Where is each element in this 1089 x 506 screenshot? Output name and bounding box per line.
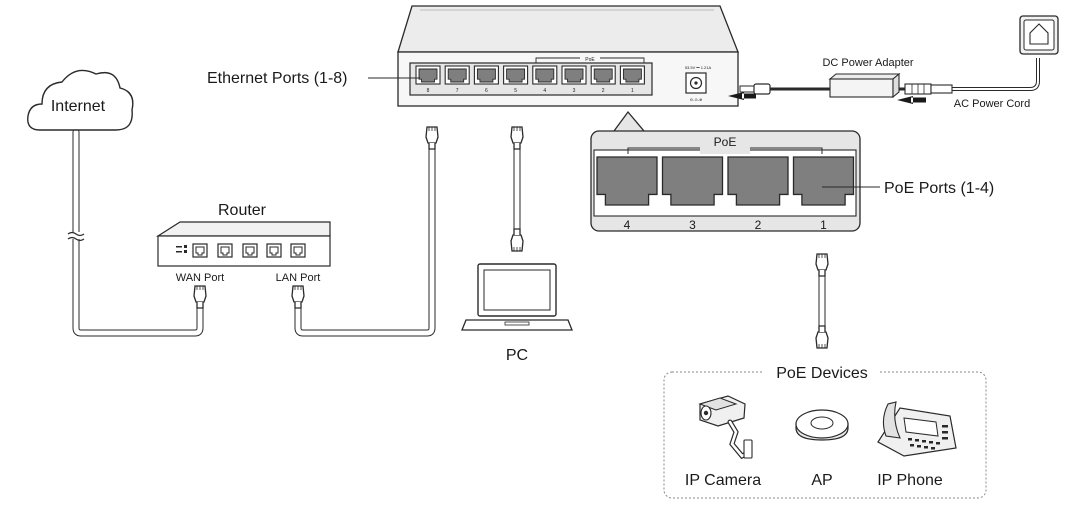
switch-port-6: 6	[473, 65, 499, 94]
poe-zoom-port-number: 2	[755, 218, 762, 232]
poe-zoom-port-number: 4	[624, 218, 631, 232]
switch-port-number: 2	[602, 88, 605, 94]
switch-port-number: 1	[631, 88, 634, 94]
poe-ports-label: PoE Ports (1-4)	[884, 180, 994, 197]
ethernet-ports-label: Ethernet Ports (1-8)	[207, 70, 348, 87]
svg-text:⊖-⊙-⊕: ⊖-⊙-⊕	[690, 97, 703, 102]
dc-power-jack: 53.5V ⎓ 1.21A ⊖-⊙-⊕	[685, 65, 712, 102]
poe-zoom-label: PoE	[714, 135, 737, 149]
wall-outlet-icon	[1019, 15, 1059, 55]
cloud-icon	[27, 69, 134, 131]
ac-power-cord-label: AC Power Cord	[954, 98, 1030, 110]
router: Router	[155, 202, 331, 284]
poe-zoom-port-4: 4	[596, 156, 658, 232]
poe-zoom-bracket: PoE	[627, 134, 823, 154]
dc-plug-arrow-icon	[728, 92, 756, 100]
poe-devices-group: PoE Devices IP Camera AP	[663, 362, 987, 499]
poe-devices-label: PoE Devices	[776, 365, 868, 382]
switch-port-number: 8	[427, 88, 430, 94]
rj45-connector-wan	[193, 285, 207, 309]
router-lan-port-1	[217, 243, 233, 258]
poe-ports-zoom: PoE 4 3 2 1	[590, 110, 861, 232]
rj45-connector-poe-bottom	[815, 325, 829, 349]
switch-port-7: 7	[444, 65, 470, 94]
poe-zoom-port-1: 1	[792, 156, 855, 232]
access-point-icon	[795, 409, 849, 441]
rj45-connectors	[193, 126, 829, 349]
ac-plug-arrow-icon	[897, 96, 926, 104]
router-lan-port-3	[266, 243, 282, 258]
switch-port-number: 5	[514, 88, 517, 94]
switch-port-4: 4	[532, 65, 558, 94]
router-lan-port-2	[242, 243, 258, 258]
rj45-connector-pc-bottom	[510, 228, 524, 252]
ac-power-cable	[952, 58, 1040, 91]
poe-switch: 8 7 6 5 4 3 2 1 PoE 53.5V ⎓ 1.21A ⊖-⊙-⊕	[397, 5, 771, 107]
switch-port-5: 5	[503, 65, 529, 94]
ac-plug	[904, 83, 953, 95]
rj45-connector-pc-top	[510, 126, 524, 150]
laptop-icon	[461, 263, 573, 331]
ip-camera-label: IP Camera	[685, 472, 761, 489]
dc-power-adapter-label: DC Power Adapter	[822, 57, 913, 69]
router-label: Router	[218, 202, 267, 219]
router-wan-port	[192, 243, 208, 258]
switch-port-number: 7	[456, 88, 459, 94]
ethernet-ports-callout: Ethernet Ports (1-8)	[207, 70, 420, 87]
lan-port-label: LAN Port	[276, 272, 321, 284]
wan-port-label: WAN Port	[176, 272, 225, 284]
poe-zoom-port-number: 1	[820, 218, 827, 232]
poe-zoom-port-3: 3	[661, 156, 724, 232]
cables	[67, 58, 1040, 337]
internet-cloud: Internet	[27, 69, 134, 131]
pc-label: PC	[506, 347, 528, 364]
poe-zoom-ports: 4 3 2 1	[596, 156, 855, 232]
switch-port-8: 8	[415, 65, 441, 94]
poe-ports-callout: PoE Ports (1-4)	[822, 180, 994, 197]
switch-ethernet-ports: 8 7 6 5 4 3 2 1	[415, 65, 645, 94]
switch-port-number: 4	[543, 88, 546, 94]
switch-port-1: 1	[619, 65, 645, 94]
switch-poe-bracket: PoE	[535, 55, 645, 63]
ip-phone-label: IP Phone	[877, 472, 943, 489]
router-lan-port-4	[290, 243, 306, 258]
poe-zoom-port-number: 3	[689, 218, 696, 232]
pc: PC	[461, 263, 573, 364]
dc-power-adapter: DC Power Adapter AC Power Cord	[822, 57, 1030, 110]
internet-label: Internet	[51, 98, 106, 115]
dc-plug	[739, 83, 771, 95]
switch-port-number: 6	[485, 88, 488, 94]
ip-camera-icon	[698, 395, 753, 460]
switch-poe-label: PoE	[585, 57, 595, 63]
cable-break-marker	[67, 231, 85, 242]
switch-port-3: 3	[561, 65, 587, 94]
ip-phone-icon	[877, 401, 957, 457]
power-rating-label: 53.5V ⎓ 1.21A	[685, 65, 712, 70]
rj45-connector-switch-lan	[425, 126, 439, 150]
lan-switch-cable	[294, 146, 436, 337]
poe-zoom-port-2: 2	[727, 156, 789, 232]
router-led-indicators	[176, 245, 187, 253]
internet-wan-cable	[67, 128, 204, 337]
router-ports	[192, 243, 306, 258]
switch-port-2: 2	[590, 65, 616, 94]
ap-label: AP	[811, 472, 832, 489]
switch-port-number: 3	[573, 88, 576, 94]
rj45-connector-lan	[291, 285, 305, 309]
rj45-connector-poe-top	[815, 253, 829, 277]
